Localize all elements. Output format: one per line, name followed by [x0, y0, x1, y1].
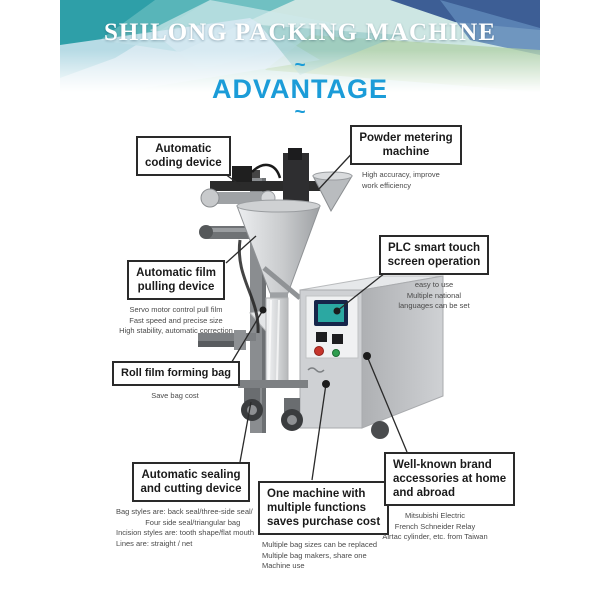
callout-coding-label: Automatic coding device	[136, 136, 231, 177]
callout-multi-function-label: One machine with multiple functions save…	[258, 481, 390, 536]
callout-roll-film-subtext: Save bag cost	[151, 391, 199, 401]
machine-illustration	[198, 148, 444, 439]
machine-frame-edge	[262, 178, 266, 433]
film-roll	[200, 188, 220, 208]
sealing-bracket	[198, 333, 256, 341]
callout-powder: Powder metering machine High accuracy, i…	[350, 125, 462, 191]
callout-powder-label: Powder metering machine	[350, 125, 462, 166]
metering-funnel-rim	[312, 171, 353, 181]
line-sealing	[239, 401, 252, 463]
callout-sealing: Automatic sealing and cutting device Bag…	[110, 462, 272, 549]
tilde-top-icon: ~	[294, 55, 306, 76]
callout-multi-function-subtext: Multiple bag sizes can be replaced Multi…	[262, 540, 378, 571]
support-brace	[262, 266, 302, 300]
callout-powder-subtext: High accuracy, improve work efficiency	[362, 170, 440, 190]
anchor-dot-roll-film	[259, 306, 267, 314]
roller-end-cap	[199, 225, 213, 239]
sealing-block	[234, 330, 246, 350]
coding-cable	[251, 163, 282, 179]
callout-brand: Well-known brand accessories at home and…	[372, 452, 516, 543]
callout-plc-subtext: easy to use Multiple national languages …	[398, 280, 470, 311]
coding-device-knob	[252, 170, 260, 178]
callout-sealing-subtext: Bag styles are: back seal/three-side sea…	[116, 507, 254, 548]
panel-button-black-1	[316, 332, 327, 342]
callout-roll-film-label: Roll film forming bag	[112, 361, 240, 387]
line-plc	[336, 268, 391, 312]
caster-fork-1	[244, 388, 260, 402]
callout-brand-label: Well-known brand accessories at home and…	[384, 452, 516, 507]
callout-plc: PLC smart touch screen operation easy to…	[376, 235, 492, 312]
tube-highlight	[268, 299, 280, 381]
machine-top-bar	[210, 181, 328, 191]
feeder-cap	[288, 148, 302, 160]
sealing-bracket-lower	[198, 341, 244, 347]
anchor-dot-plc	[333, 307, 341, 315]
line-film-pulling	[225, 235, 257, 264]
tilde-bottom-icon: ~	[294, 102, 306, 124]
banner-title: SHILONG PACKING MACHINE	[103, 19, 496, 46]
banner	[60, 0, 540, 92]
callout-coding: Automatic coding device	[136, 136, 231, 177]
caster-wheel-3	[371, 421, 389, 439]
hopper-rim	[236, 199, 321, 213]
coding-device	[232, 166, 252, 182]
advantage-heading: ~ ADVANTAGE ~	[0, 55, 600, 124]
anchor-dot-brand	[363, 352, 371, 360]
advantage-title: ADVANTAGE	[212, 74, 388, 105]
line-roll-film	[229, 309, 264, 366]
panel-button-black-2	[332, 334, 343, 344]
callout-film-pulling-subtext: Servo motor control pull film Fast speed…	[119, 305, 233, 336]
callout-plc-label: PLC smart touch screen operation	[378, 235, 490, 276]
banner-background	[60, 0, 540, 92]
callout-multi-function: One machine with multiple functions save…	[258, 481, 392, 572]
caster-hub-2	[287, 415, 297, 425]
caster-fork-2	[284, 398, 300, 412]
line-multi-function	[311, 383, 327, 481]
line-brand	[366, 355, 408, 453]
callout-roll-film: Roll film forming bag Save bag cost	[112, 361, 240, 402]
cabinet-logo	[307, 367, 325, 373]
callout-sealing-label: Automatic sealing and cutting device	[131, 462, 251, 503]
base-frame	[238, 380, 308, 388]
panel-button-red	[314, 346, 324, 356]
callout-brand-subtext: Mitsubishi Electric French Schneider Rel…	[382, 511, 488, 542]
callout-film-pulling-label: Automatic film pulling device	[127, 260, 225, 301]
anchor-dot-multi-function	[322, 380, 330, 388]
panel-button-green	[332, 349, 340, 357]
callout-film-pulling: Automatic film pulling device Servo moto…	[91, 260, 261, 337]
